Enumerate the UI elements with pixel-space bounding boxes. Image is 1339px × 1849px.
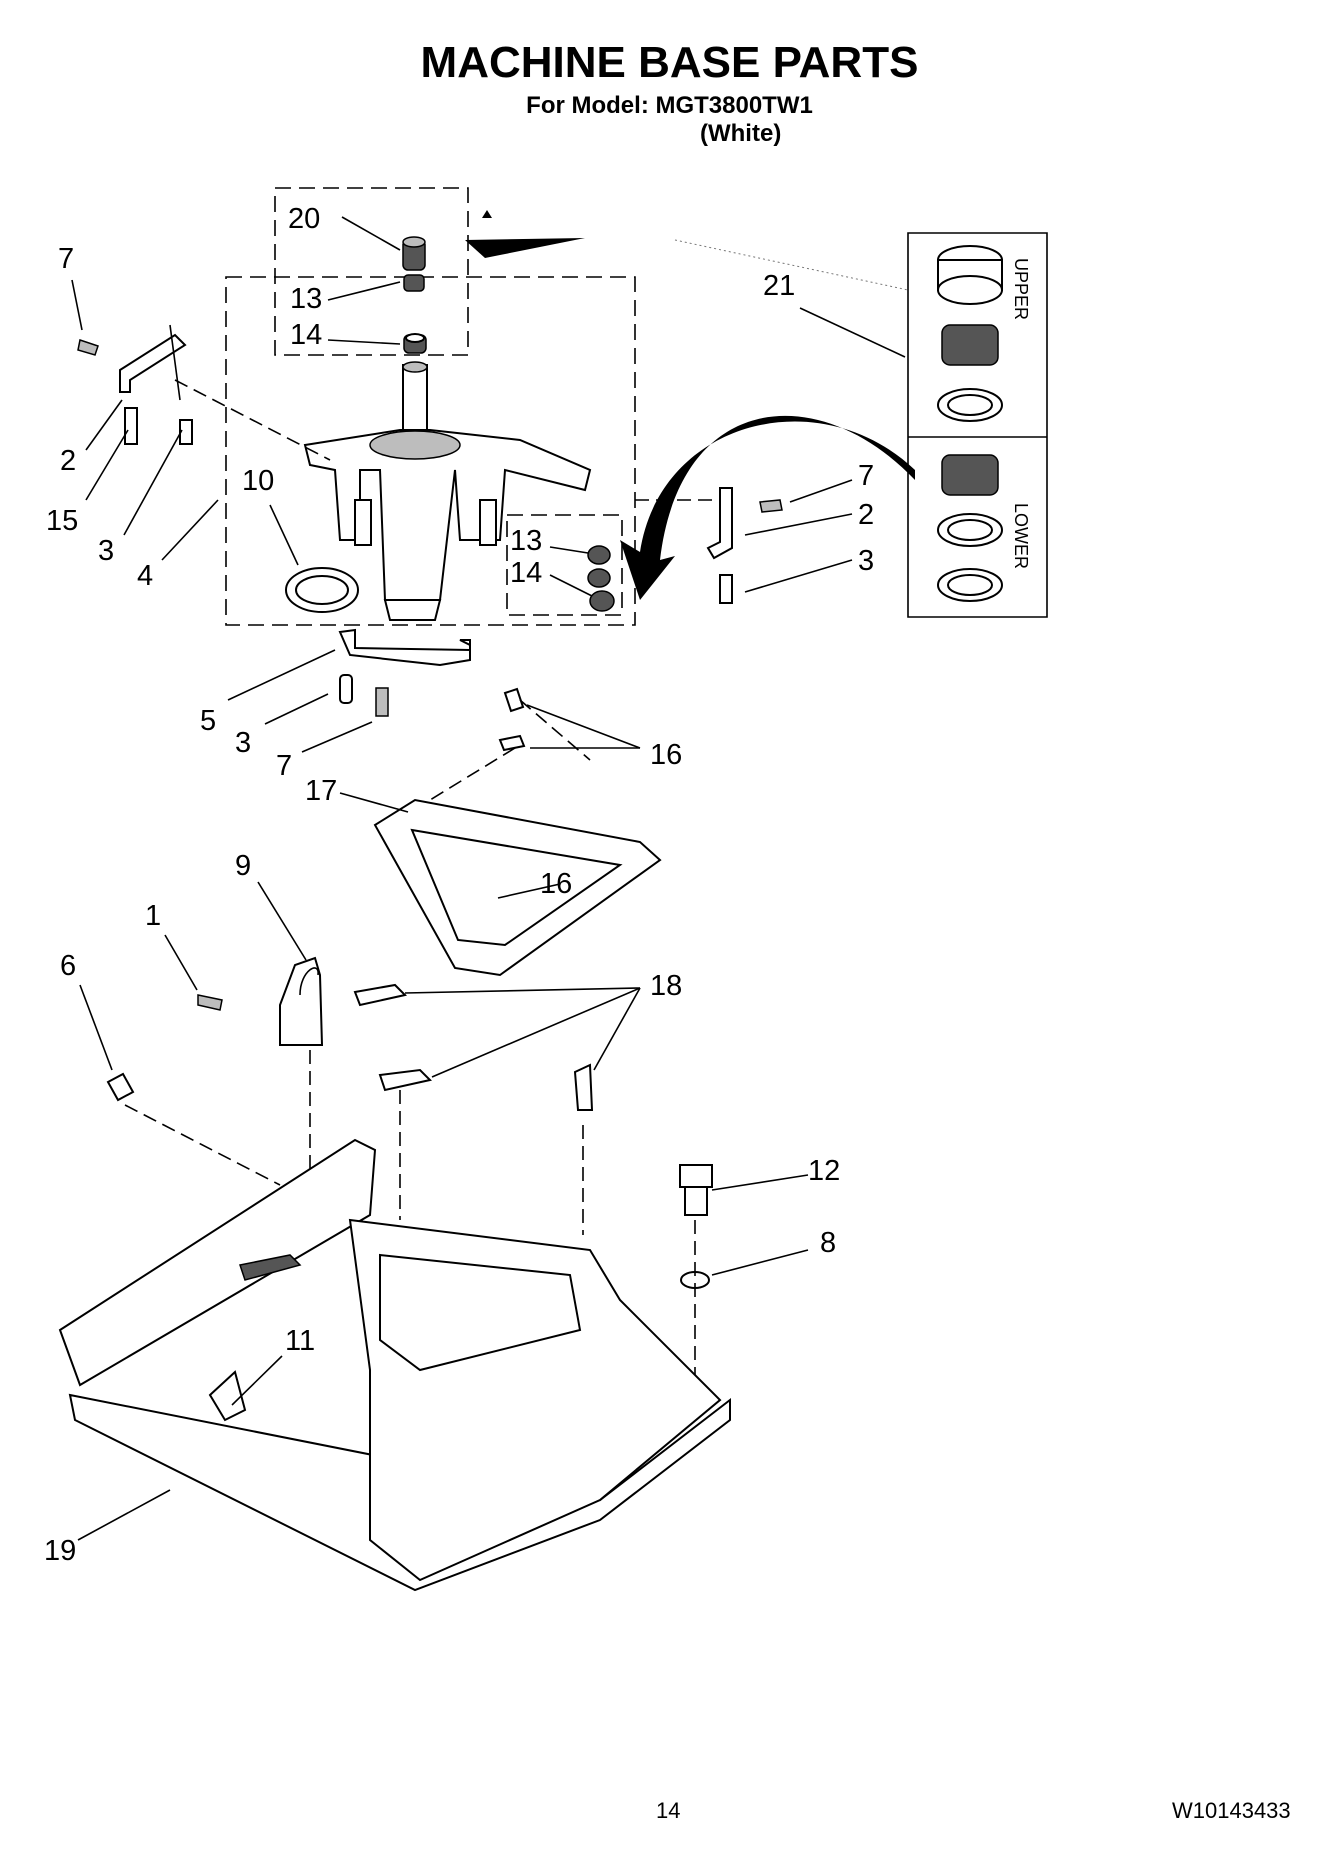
suspension-assembly	[303, 361, 592, 621]
box-suspension	[225, 276, 636, 626]
part-10-ring	[285, 567, 359, 613]
part-14-top	[403, 333, 427, 354]
page-title: MACHINE BASE PARTS	[420, 38, 919, 87]
color-line: (White)	[700, 120, 782, 147]
callout-3-left: 3	[98, 535, 114, 567]
part-5-bracket	[338, 628, 471, 717]
callout-7-right: 7	[858, 460, 874, 492]
lower-label: LOWER	[1011, 503, 1031, 569]
page-number: 14	[656, 1798, 681, 1823]
part-13-lower	[587, 545, 611, 565]
kit-arrow	[620, 415, 915, 600]
seal-kit-upper	[937, 245, 1003, 422]
callout-13-lower: 13	[510, 525, 542, 557]
callout-2-left: 2	[60, 445, 76, 477]
callout-10: 10	[242, 465, 274, 497]
callout-6: 6	[60, 950, 76, 982]
part-9-clip	[279, 956, 324, 1046]
callout-14-lower: 14	[510, 557, 542, 589]
callout-15: 15	[46, 505, 78, 537]
part-18-pads	[353, 983, 594, 1111]
callout-20: 20	[288, 203, 320, 235]
callout-3-mid: 3	[235, 727, 251, 759]
callout-12: 12	[808, 1155, 840, 1187]
left-bracket	[77, 333, 193, 445]
callout-19: 19	[44, 1535, 76, 1567]
upper-label: UPPER	[1011, 258, 1031, 320]
callout-16-frame: 16	[540, 868, 572, 900]
part-13-top	[403, 274, 425, 292]
part-1-screw	[197, 994, 223, 1011]
callout-13-top: 13	[290, 283, 322, 315]
seal-kit-lower	[937, 454, 1003, 602]
right-bracket	[706, 487, 783, 604]
callout-21: 21	[763, 270, 795, 302]
model-line: For Model: MGT3800TW1	[526, 92, 813, 119]
callout-18: 18	[650, 970, 682, 1002]
box-top-bearing	[274, 187, 469, 356]
callout-16-top: 16	[650, 739, 682, 771]
callout-2-right: 2	[858, 499, 874, 531]
document-number: W10143433	[1172, 1798, 1291, 1823]
part-19-base	[58, 1138, 731, 1592]
callout-17: 17	[305, 775, 337, 807]
part-20-cap	[402, 236, 426, 271]
callout-3-right: 3	[858, 545, 874, 577]
callout-9: 9	[235, 850, 251, 882]
callout-7-mid: 7	[276, 750, 292, 782]
part-12-bolt	[679, 1164, 713, 1216]
callout-7-left: 7	[58, 243, 74, 275]
part-14-lower	[587, 568, 615, 612]
callout-1: 1	[145, 900, 161, 932]
part-6-clip	[106, 1072, 135, 1102]
callout-11: 11	[285, 1325, 315, 1357]
callout-14-top: 14	[290, 319, 322, 351]
callout-4: 4	[137, 560, 153, 592]
part-17-frame	[373, 798, 662, 977]
callout-8: 8	[820, 1227, 836, 1259]
box-seal-kit	[907, 232, 1048, 618]
callout-5: 5	[200, 705, 216, 737]
box-lower-bushings	[506, 514, 623, 616]
